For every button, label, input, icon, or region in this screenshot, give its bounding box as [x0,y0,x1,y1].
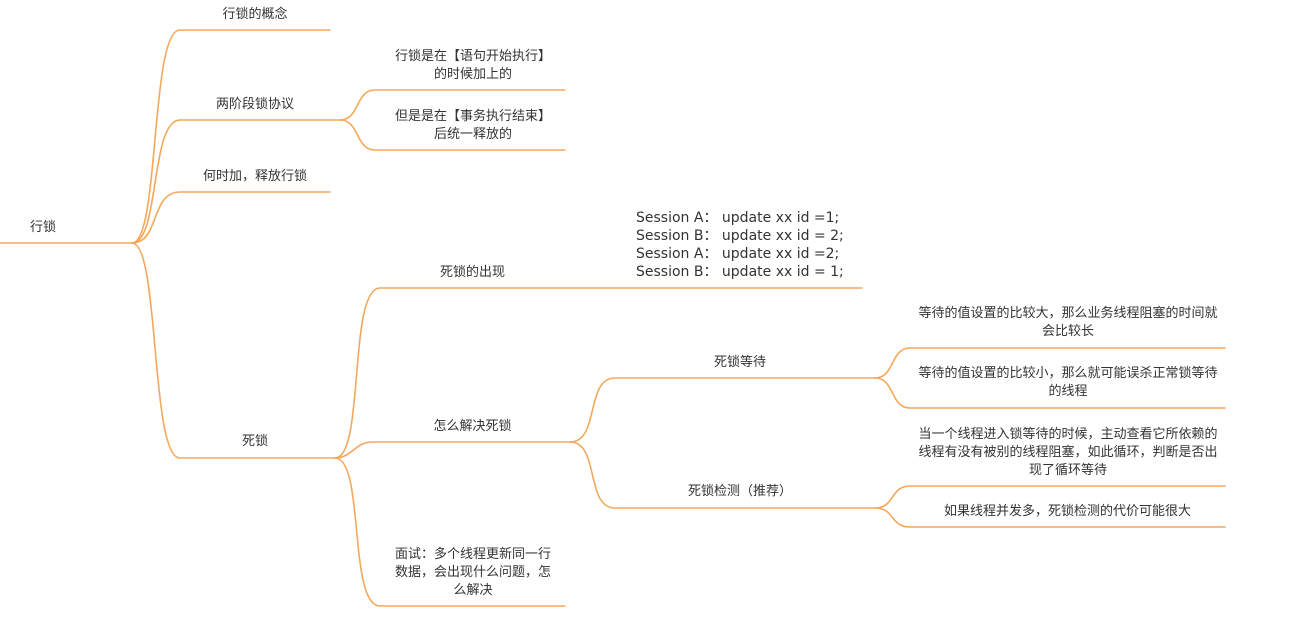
link-deadlock-solve [334,441,571,459]
root-node: 行锁 [29,220,56,235]
link-detect-loop [874,485,1226,509]
link-root-deadlock [131,242,336,459]
deadlock-example-code: Session A： update xx id =1; Session B： u… [636,209,844,281]
node-deadlock-detection: 死锁检测（推荐） [687,484,792,499]
node-deadlock: 死锁 [241,434,268,449]
link-twophase-end [339,119,566,151]
node-wait-large-value: 等待的值设置的比较大，那么业务线程阻塞的时间就会比较长 [918,306,1218,339]
node-deadlock-wait: 死锁等待 [713,355,766,370]
link-deadlock-interview [334,457,566,607]
node-when-release: 何时加，释放行锁 [202,169,307,184]
link-twophase-start [339,89,566,121]
node-detect-cost: 如果线程并发多，死锁检测的代价可能很大 [943,504,1191,519]
example-line: Session B： update xx id = 1; [636,264,844,280]
example-line: Session A： update xx id =2; [636,246,840,262]
node-row-lock-concept: 行锁的概念 [222,7,288,22]
example-line: Session B： update xx id = 2; [636,228,844,244]
link-solve-detect [569,441,876,509]
node-lock-on-statement-start: 行锁是在【语句开始执行】的时候加上的 [394,49,551,82]
node-how-to-solve-deadlock: 怎么解决死锁 [433,419,512,434]
link-wait-small [874,377,1226,409]
link-root-twophase [131,119,341,244]
node-deadlock-appear: 死锁的出现 [439,265,505,280]
node-detect-cycle: 当一个线程进入锁等待的时候，主动查看它所依赖的线程有没有被别的线程阻塞，如此循环… [918,427,1218,478]
link-detect-cost [874,507,1226,528]
node-release-on-tx-end: 但是是在【事务执行结束】后统一释放的 [394,109,551,142]
node-interview-question: 面试：多个线程更新同一行数据，会出现什么问题，怎么解决 [394,547,551,598]
example-line: Session A： update xx id =1; [636,210,840,226]
link-wait-large [874,347,1226,379]
node-two-phase-lock: 两阶段锁协议 [215,97,294,112]
link-solve-wait [569,377,876,443]
link-deadlock-appear [334,287,863,459]
node-wait-small-value: 等待的值设置的比较小，那么就可能误杀正常锁等待的线程 [918,366,1218,399]
link-root-release [131,191,331,244]
link-root-concept [131,29,331,244]
